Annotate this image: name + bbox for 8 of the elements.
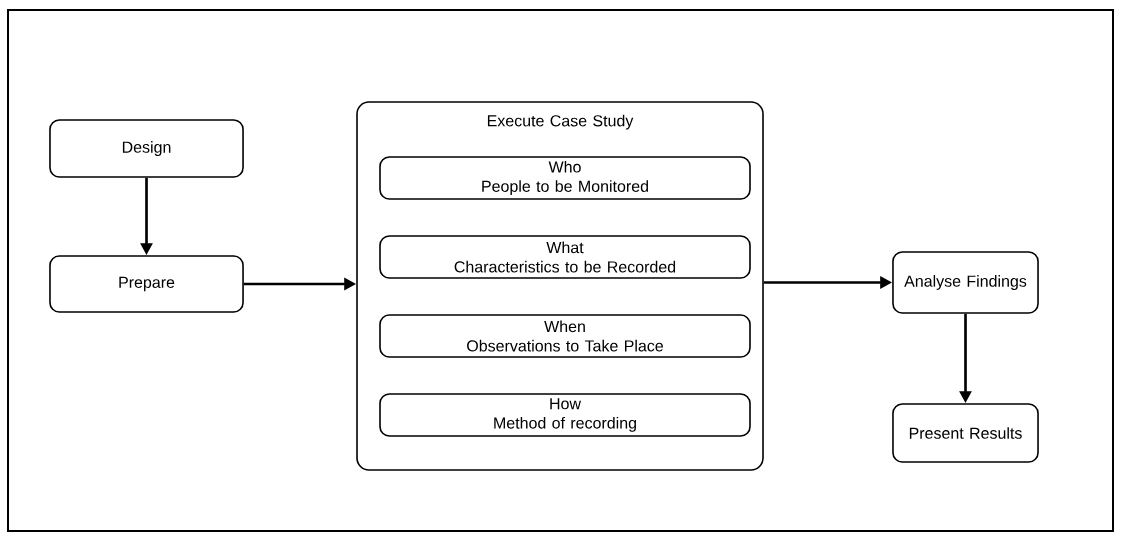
process-box: How Method of recording (379, 393, 751, 437)
process-box: Design (49, 119, 244, 178)
process-box: Present Results (892, 403, 1039, 463)
process-box: Prepare (49, 255, 244, 313)
process-box: Analyse Findings (892, 251, 1039, 314)
process-box: When Observations to Take Place (379, 314, 751, 358)
process-box: What Characteristics to be Recorded (379, 235, 751, 279)
process-box: Who People to be Monitored (379, 156, 751, 200)
